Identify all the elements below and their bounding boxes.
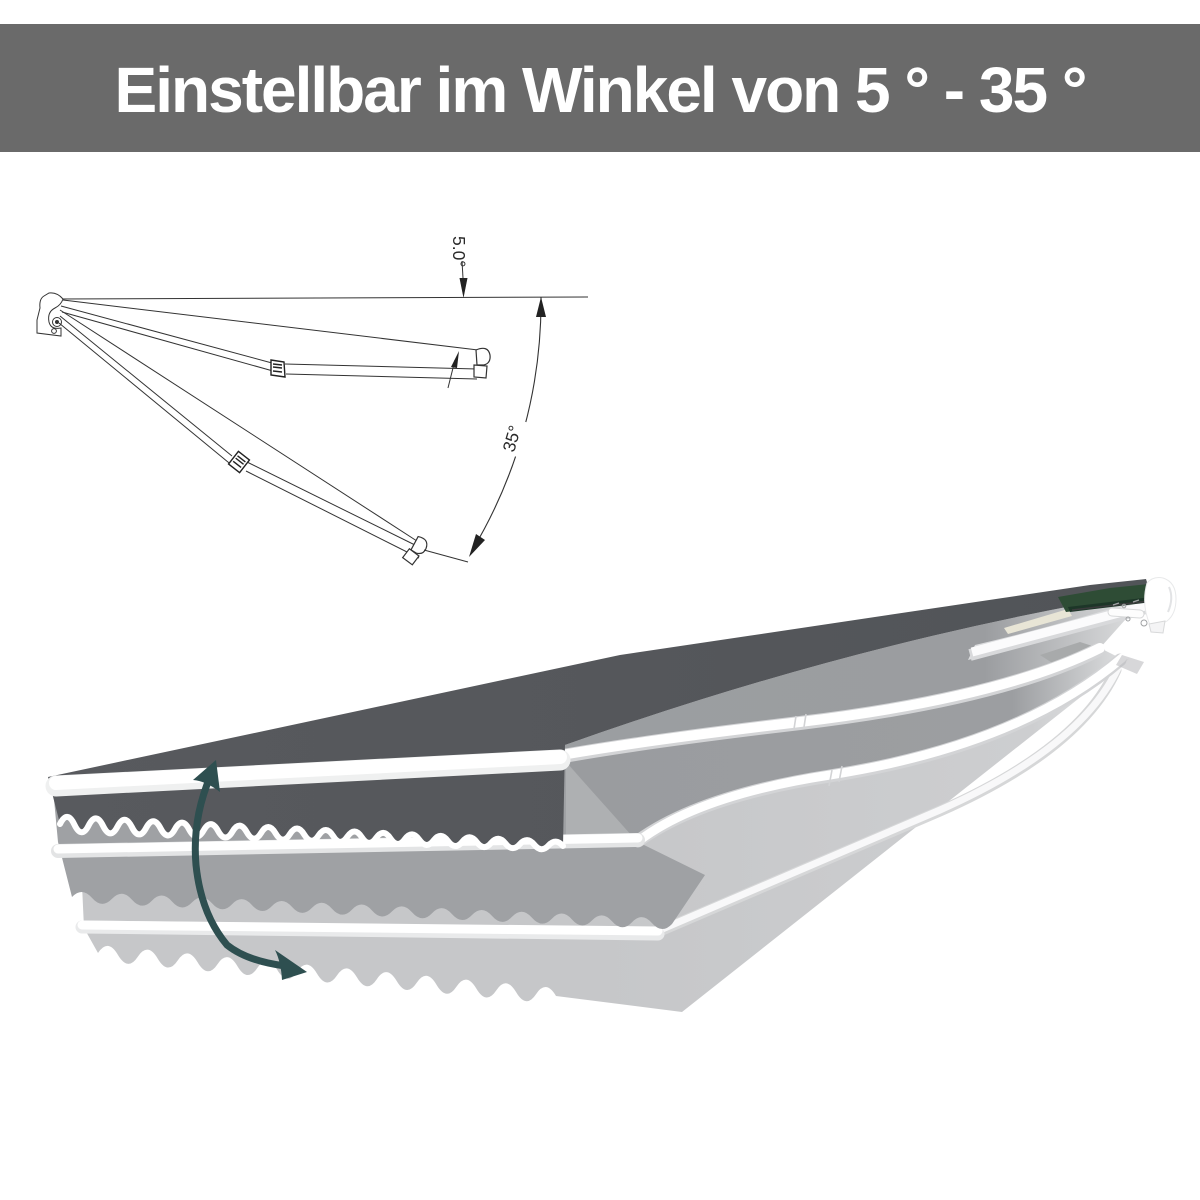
svg-text:5.0°: 5.0° — [449, 236, 469, 267]
svg-text:Einstellbar im Winkel von 5 °: Einstellbar im Winkel von 5 ° - 35 ° — [115, 54, 1086, 126]
